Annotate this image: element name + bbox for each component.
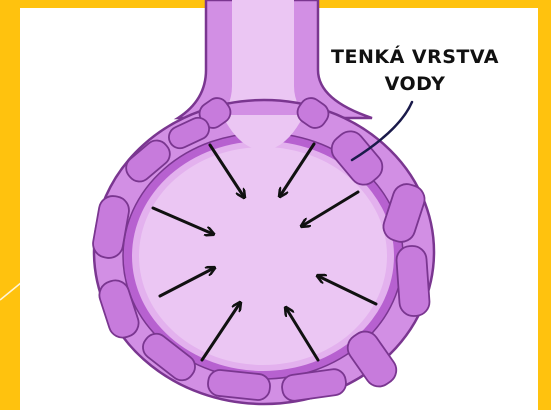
alveolar-lumen xyxy=(139,147,387,365)
water-layer-callout: TENKÁ VRSTVA VODY xyxy=(300,44,530,98)
callout-line-2: VODY xyxy=(300,71,530,98)
callout-line-1: TENKÁ VRSTVA xyxy=(300,44,530,71)
